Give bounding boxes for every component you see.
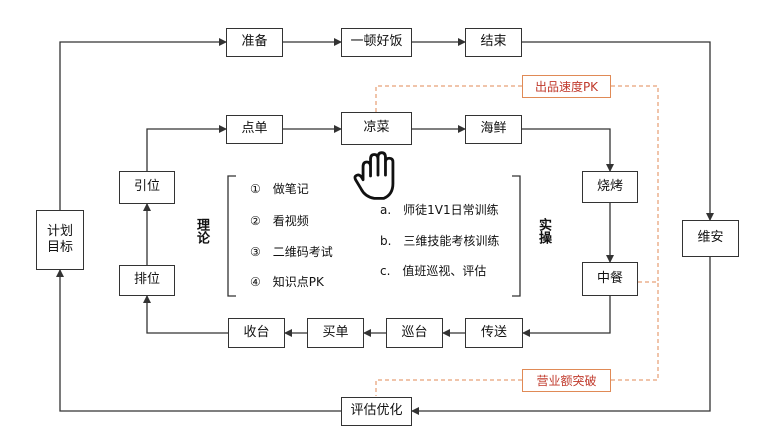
revenue-dashed-side [611,281,659,381]
node-pay: 买单 [307,318,364,348]
practice-item-c: c. 值班巡视、评估 [380,264,487,278]
tag-speed-pk: 出品速度PK [522,75,611,98]
node-clear-table: 收台 [228,318,285,348]
arrow-clear-to-queue [143,295,228,334]
pointing-hand-icon [353,151,395,200]
node-evaluate: 评估优化 [341,397,412,426]
arrow-guide-to-order [146,125,227,171]
revenue-dashed-bottom [375,379,522,396]
node-cold-dish: 凉菜 [341,112,412,145]
tag-revenue: 营业额突破 [522,369,611,392]
node-plan-target: 计划 目标 [36,210,84,270]
arrow-seafood-to-bbq [522,128,614,172]
node-order: 点单 [226,115,283,144]
node-end: 结束 [465,28,522,57]
theory-item-3: ③ 二维码考试 [250,245,333,259]
node-patrol: 巡台 [386,318,443,348]
arrow-evaluate-to-plan [56,269,341,412]
theory-bracket [227,175,236,297]
node-guide: 引位 [119,171,175,204]
node-seafood: 海鲜 [465,115,522,144]
practice-item-b: b. 三维技能考核训练 [380,234,500,248]
theory-item-2: ② 看视频 [250,214,309,228]
practice-label: 实操 [536,218,551,244]
node-good-meal: 一顿好饭 [341,28,412,57]
node-chinese-meal: 中餐 [582,262,638,296]
arrow-chinese-to-deliver [522,296,611,337]
arrow-maintain-to-evaluate [411,257,711,415]
speed-pk-dashed-top [375,85,522,112]
arrow-plan-to-prepare [59,38,227,210]
node-maintain: 维安 [682,220,739,257]
node-bbq: 烧烤 [582,171,638,203]
practice-bracket [512,175,521,297]
arrow-end-to-maintain [522,41,714,221]
node-prepare: 准备 [226,28,283,57]
practice-item-a: a. 师徒1V1日常训练 [380,203,499,217]
theory-label: 理论 [194,218,209,244]
node-queue: 排位 [119,265,175,296]
node-deliver: 传送 [465,318,523,348]
theory-item-1: ① 做笔记 [250,182,309,196]
theory-item-4: ④ 知识点PK [250,275,324,289]
